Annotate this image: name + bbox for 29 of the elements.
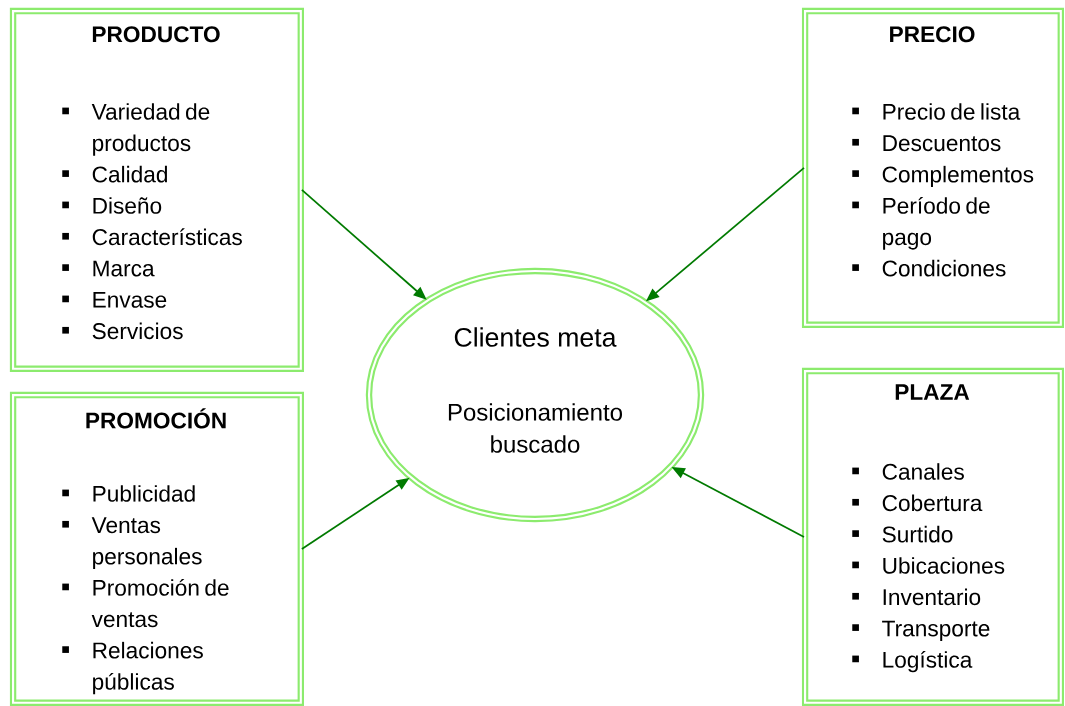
box-heading: PLAZA <box>895 384 970 400</box>
list-item: Relaciones públicas <box>62 641 203 695</box>
list-item: Calidad <box>62 165 167 183</box>
list-item: Inventario <box>852 588 981 606</box>
list-item: Promoción de ventas <box>62 578 229 628</box>
list-item: Condiciones <box>852 259 1006 277</box>
list-item: Surtido <box>852 525 953 543</box>
list-item: Cobertura <box>852 494 983 512</box>
list-item: Descuentos <box>852 135 1001 152</box>
ellipse-text: Posicionamiento buscado <box>448 403 622 453</box>
list-item: Transporte <box>852 620 990 641</box>
list-item: Envase <box>62 292 167 308</box>
list-item: Ventas personales <box>62 517 202 569</box>
list-item: Servicios <box>62 322 183 340</box>
list-item: Publicidad <box>62 485 195 502</box>
list-item: Ubicaciones <box>852 557 1005 574</box>
list-item: Características <box>62 228 242 246</box>
list-item: Marca <box>62 260 155 277</box>
list-item: Período de pago <box>852 196 990 250</box>
list-item: Precio de lista <box>852 103 1021 120</box>
box-heading: PRODUCTO <box>92 26 220 43</box>
list-item: Variedad de productos <box>62 103 210 156</box>
list-item: Complementos <box>852 165 1034 187</box>
box-heading: PROMOCIÓN <box>86 408 226 429</box>
list-item: Canales <box>852 463 964 480</box>
list-item: Logística <box>852 650 973 673</box>
box-heading: PRECIO <box>890 26 975 43</box>
ellipse-title: Clientes meta <box>454 327 617 347</box>
list-item: Diseño <box>62 197 162 214</box>
